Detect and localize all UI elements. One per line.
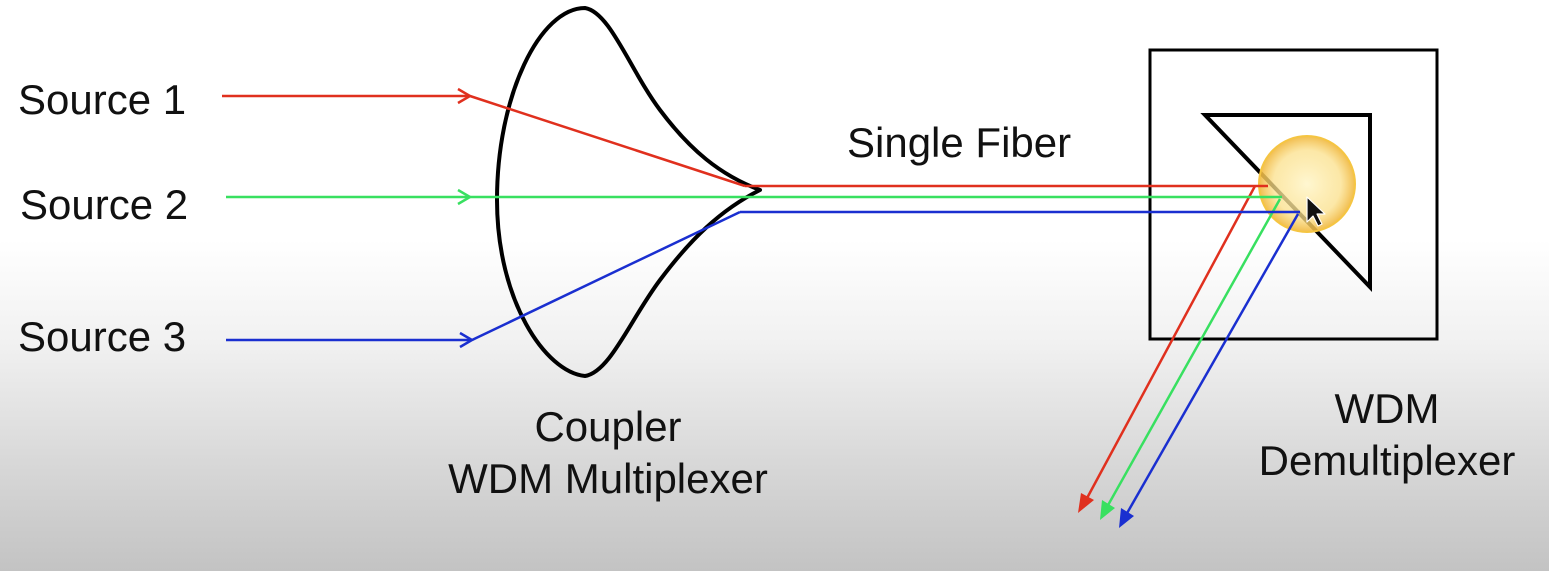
coupler-label-line1: Coupler	[534, 403, 682, 450]
source-3-output-line	[1124, 213, 1300, 516]
coupler-label-line2: WDM Multiplexer	[448, 455, 768, 502]
source-3-label: Source 3	[18, 313, 187, 360]
source-2-beam	[226, 188, 1282, 520]
single-fiber-label: Single Fiber	[847, 119, 1072, 166]
source-3-coupler-line	[471, 210, 741, 342]
demultiplexer-label-line1: WDM	[1334, 385, 1440, 432]
demultiplexer-box	[1148, 48, 1439, 341]
demultiplexer-label-line2: Demultiplexer	[1258, 437, 1516, 484]
coupler-shape	[495, 6, 762, 378]
source-1-coupler-line	[469, 94, 746, 188]
highlight-glow	[1258, 135, 1356, 233]
mouse-pointer-icon	[1306, 196, 1326, 227]
source-2-output-arrowhead	[1100, 500, 1115, 520]
source-2-output-line	[1105, 198, 1282, 508]
source-1-beam	[222, 87, 1268, 513]
source-3-output-arrowhead	[1119, 508, 1134, 528]
source-1-label: Source 1	[18, 76, 187, 123]
demultiplexer-label: WDM Demultiplexer	[1232, 384, 1542, 486]
source-2-label: Source 2	[20, 181, 189, 228]
source-1-output-arrowhead	[1078, 493, 1094, 513]
coupler-label: Coupler WDM Multiplexer	[408, 402, 808, 504]
source-1-output-line	[1084, 185, 1257, 501]
source-3-beam	[226, 210, 1300, 528]
